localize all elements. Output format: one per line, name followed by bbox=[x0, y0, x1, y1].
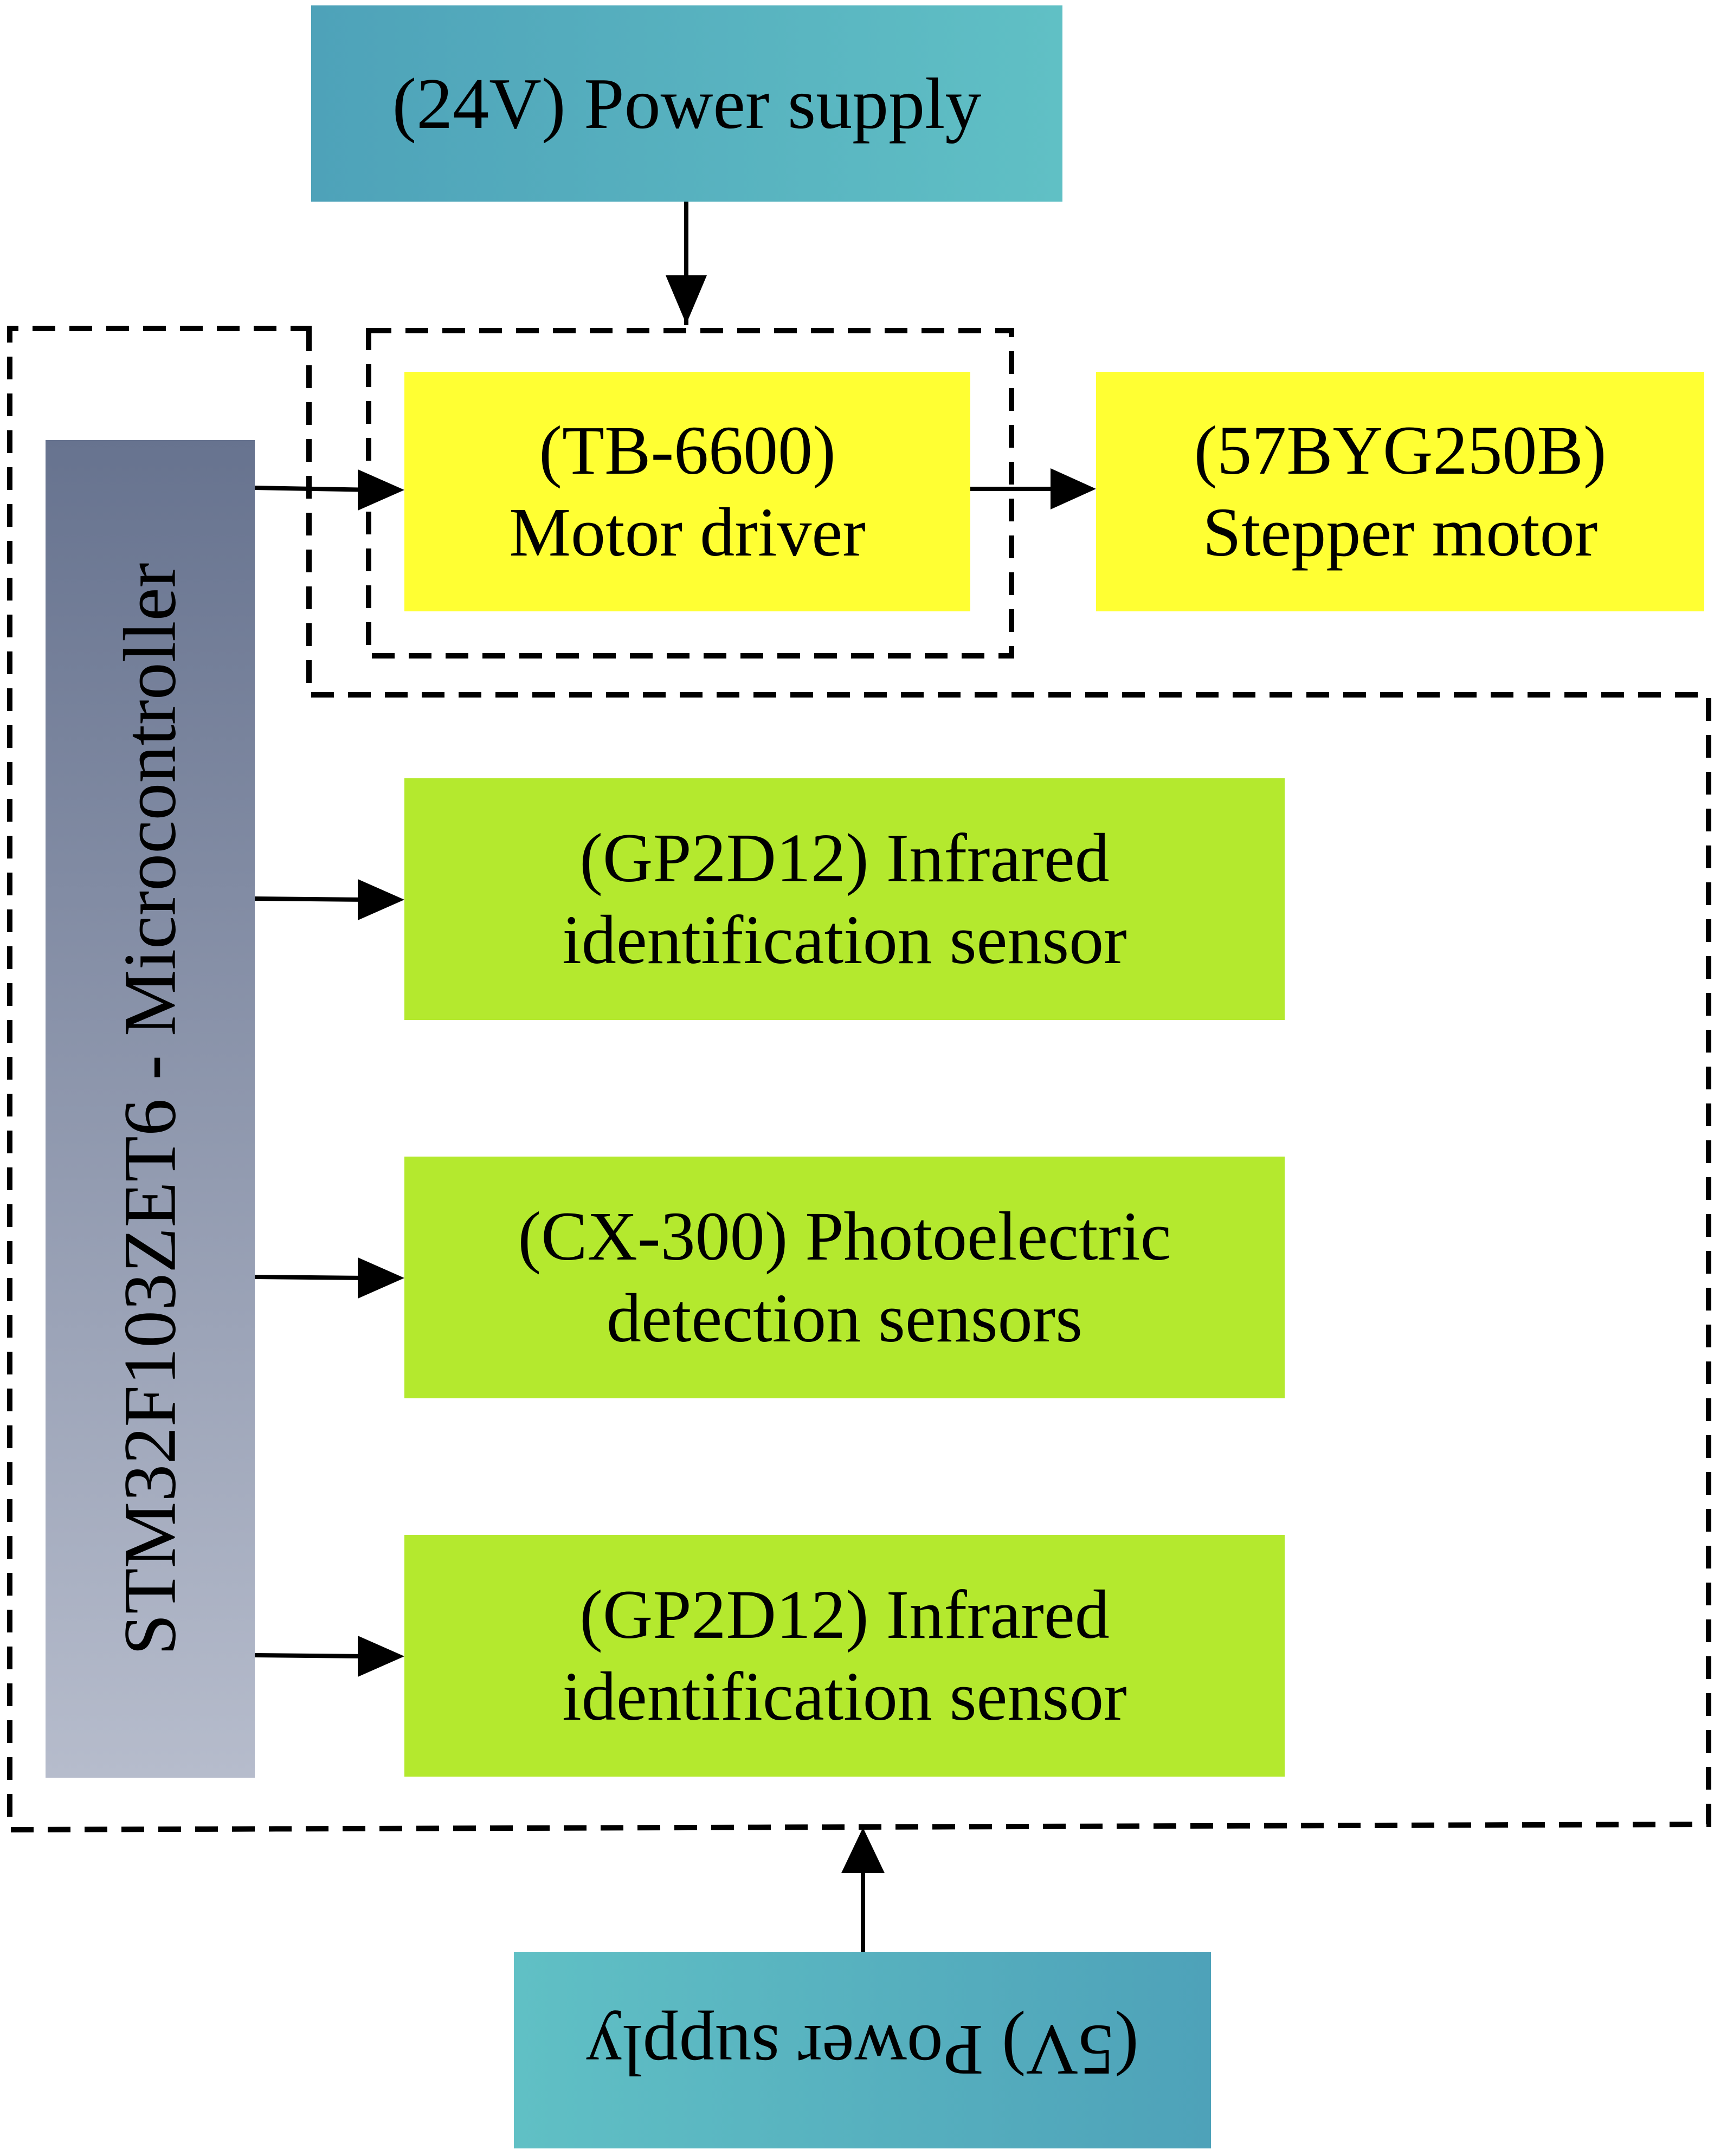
stepper-motor-label: Stepper motor bbox=[1202, 494, 1598, 571]
motor-driver-box: (TB-6600) Motor driver bbox=[404, 372, 970, 611]
arrow-driver-to-motor-head bbox=[1051, 468, 1096, 509]
arrow-24v-to-driver-head bbox=[666, 275, 707, 324]
microcontroller-label: STM32F103ZET6 - Microcontroller bbox=[108, 562, 191, 1656]
power-supply-5v-label: (5V) Power supply bbox=[586, 2010, 1139, 2091]
photoelectric-sensor-box: (CX-300) Photoelectric detection sensors bbox=[404, 1157, 1285, 1398]
infrared-sensor-1-line2: identification sensor bbox=[562, 901, 1127, 978]
microcontroller-box: STM32F103ZET6 - Microcontroller bbox=[46, 440, 255, 1778]
arrow-mcu-to-sensor-3 bbox=[254, 1653, 369, 1658]
infrared-sensor-box-1: (GP2D12) Infrared identification sensor bbox=[404, 778, 1285, 1020]
stepper-motor-model: (57BYG250B) bbox=[1194, 411, 1607, 489]
photoelectric-sensor-line1: (CX-300) Photoelectric bbox=[518, 1197, 1171, 1275]
arrow-mcu-to-sensor-2 bbox=[254, 1275, 369, 1280]
power-supply-24v-box: (24V) Power supply bbox=[311, 5, 1062, 202]
arrow-mcu-to-sensor-2-head bbox=[358, 1257, 404, 1299]
arrow-mcu-to-driver bbox=[254, 486, 375, 492]
arrow-mcu-to-sensor-1 bbox=[254, 896, 369, 902]
photoelectric-sensor-line2: detection sensors bbox=[607, 1280, 1082, 1357]
stepper-motor-box: (57BYG250B) Stepper motor bbox=[1096, 372, 1704, 611]
power-supply-5v-box: (5V) Power supply bbox=[514, 1952, 1211, 2148]
arrow-mcu-to-sensor-1-head bbox=[358, 879, 404, 920]
arrow-mcu-to-driver-head bbox=[358, 469, 404, 511]
motor-driver-model: (TB-6600) bbox=[539, 411, 836, 489]
power-supply-24v-label: (24V) Power supply bbox=[392, 63, 982, 144]
infrared-sensor-1-line1: (GP2D12) Infrared bbox=[579, 819, 1110, 896]
motor-driver-label: Motor driver bbox=[509, 494, 866, 571]
arrow-mcu-to-sensor-3-head bbox=[358, 1636, 404, 1677]
arrow-5v-to-system-head bbox=[841, 1828, 885, 1873]
infrared-sensor-box-2: (GP2D12) Infrared identification sensor bbox=[404, 1535, 1285, 1777]
infrared-sensor-2-line1: (GP2D12) Infrared bbox=[579, 1576, 1110, 1653]
dashed-boundary-5v-domain bbox=[7, 326, 1711, 1833]
infrared-sensor-2-line2: identification sensor bbox=[562, 1658, 1127, 1735]
